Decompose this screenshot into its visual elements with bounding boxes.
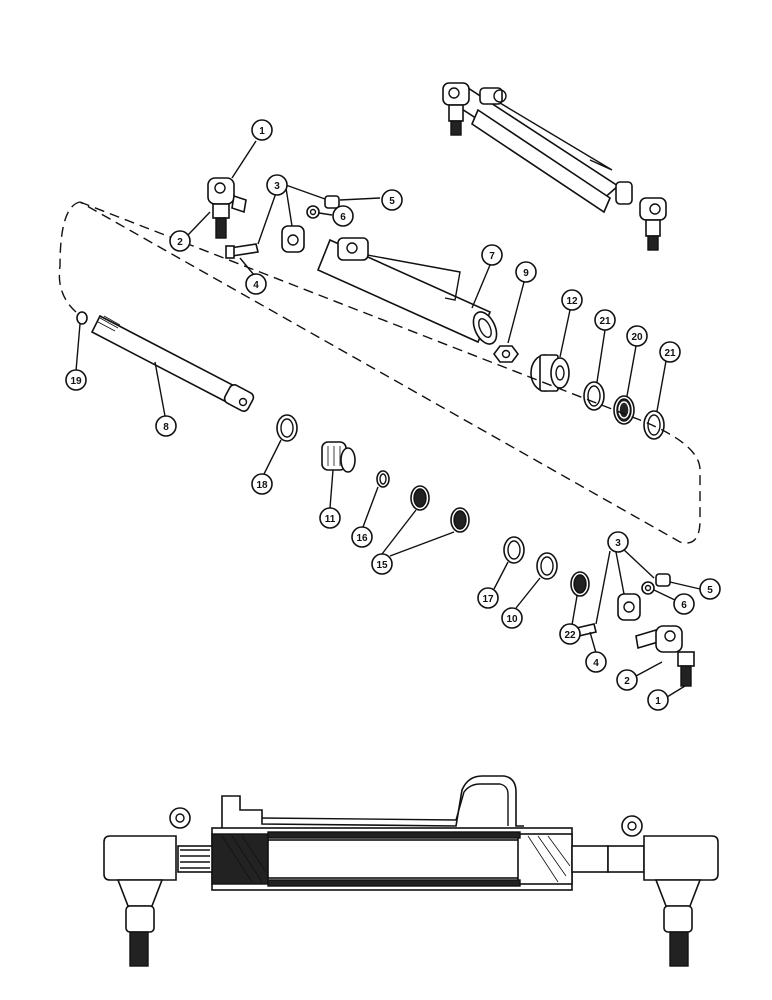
callout-20: 20 bbox=[626, 325, 648, 347]
callout-22: 22 bbox=[559, 623, 581, 645]
svg-text:5: 5 bbox=[707, 585, 713, 596]
svg-text:7: 7 bbox=[489, 251, 495, 262]
svg-text:2: 2 bbox=[177, 237, 183, 248]
callout-2-upper: 2 bbox=[169, 230, 191, 252]
svg-text:22: 22 bbox=[564, 630, 576, 641]
svg-text:21: 21 bbox=[599, 316, 611, 327]
svg-text:12: 12 bbox=[566, 296, 578, 307]
piston-seals bbox=[583, 381, 665, 440]
cylinder-tube bbox=[316, 237, 498, 345]
callout-6-lower: 6 bbox=[673, 593, 695, 615]
callout-17: 17 bbox=[477, 587, 499, 609]
callout-5-lower: 5 bbox=[699, 578, 721, 600]
svg-text:9: 9 bbox=[523, 268, 529, 279]
callout-3-upper: 3 bbox=[266, 174, 288, 196]
callout-4-lower: 4 bbox=[585, 651, 607, 673]
piston bbox=[530, 354, 570, 392]
callout-2-lower: 2 bbox=[616, 669, 638, 691]
svg-text:4: 4 bbox=[593, 658, 599, 669]
piston-nut bbox=[493, 345, 519, 363]
svg-text:2: 2 bbox=[624, 676, 630, 687]
svg-text:5: 5 bbox=[389, 196, 395, 207]
callouts: 1 2 3 4 5 6 7 8 9 10 11 12 15 16 17 18 1… bbox=[65, 119, 721, 711]
callout-18: 18 bbox=[251, 473, 273, 495]
svg-text:1: 1 bbox=[259, 126, 265, 137]
callout-3-lower: 3 bbox=[607, 531, 629, 553]
callout-9: 9 bbox=[515, 261, 537, 283]
tie-rod-end-upper bbox=[207, 177, 247, 239]
svg-text:3: 3 bbox=[274, 181, 280, 192]
callout-4-upper: 4 bbox=[245, 273, 267, 295]
callout-11: 11 bbox=[319, 507, 341, 529]
callout-1-upper: 1 bbox=[251, 119, 273, 141]
callout-21b: 21 bbox=[659, 341, 681, 363]
callout-21a: 21 bbox=[594, 309, 616, 331]
lower-rings bbox=[503, 536, 590, 597]
svg-text:6: 6 bbox=[340, 212, 346, 223]
svg-text:20: 20 bbox=[631, 332, 643, 343]
piston-rod bbox=[76, 311, 255, 412]
callout-15: 15 bbox=[371, 553, 393, 575]
tie-rod-end-lower bbox=[635, 625, 695, 687]
svg-text:8: 8 bbox=[163, 422, 169, 433]
callout-5-upper: 5 bbox=[381, 189, 403, 211]
svg-text:16: 16 bbox=[356, 533, 368, 544]
svg-text:11: 11 bbox=[325, 514, 336, 525]
callout-1-lower: 1 bbox=[647, 689, 669, 711]
svg-text:19: 19 bbox=[70, 376, 82, 387]
assembly-boundary-dashed bbox=[58, 201, 701, 544]
callout-6-upper: 6 bbox=[332, 205, 354, 227]
svg-text:18: 18 bbox=[256, 480, 268, 491]
svg-text:4: 4 bbox=[253, 280, 259, 291]
assembled-cylinder-view bbox=[442, 82, 667, 251]
svg-text:6: 6 bbox=[681, 600, 687, 611]
svg-text:21: 21 bbox=[664, 348, 676, 359]
svg-text:17: 17 bbox=[482, 594, 494, 605]
svg-text:15: 15 bbox=[376, 560, 388, 571]
callout-7: 7 bbox=[481, 244, 503, 266]
clamp-assembly-upper bbox=[225, 195, 340, 259]
callout-12: 12 bbox=[561, 289, 583, 311]
callout-8: 8 bbox=[155, 415, 177, 437]
callout-19: 19 bbox=[65, 369, 87, 391]
cross-section-view bbox=[103, 775, 719, 967]
svg-text:10: 10 bbox=[506, 614, 518, 625]
svg-text:3: 3 bbox=[615, 538, 621, 549]
gland-parts bbox=[276, 414, 470, 533]
callout-16: 16 bbox=[351, 526, 373, 548]
svg-text:1: 1 bbox=[655, 696, 661, 707]
callout-10: 10 bbox=[501, 607, 523, 629]
leader-lines bbox=[75, 140, 701, 698]
